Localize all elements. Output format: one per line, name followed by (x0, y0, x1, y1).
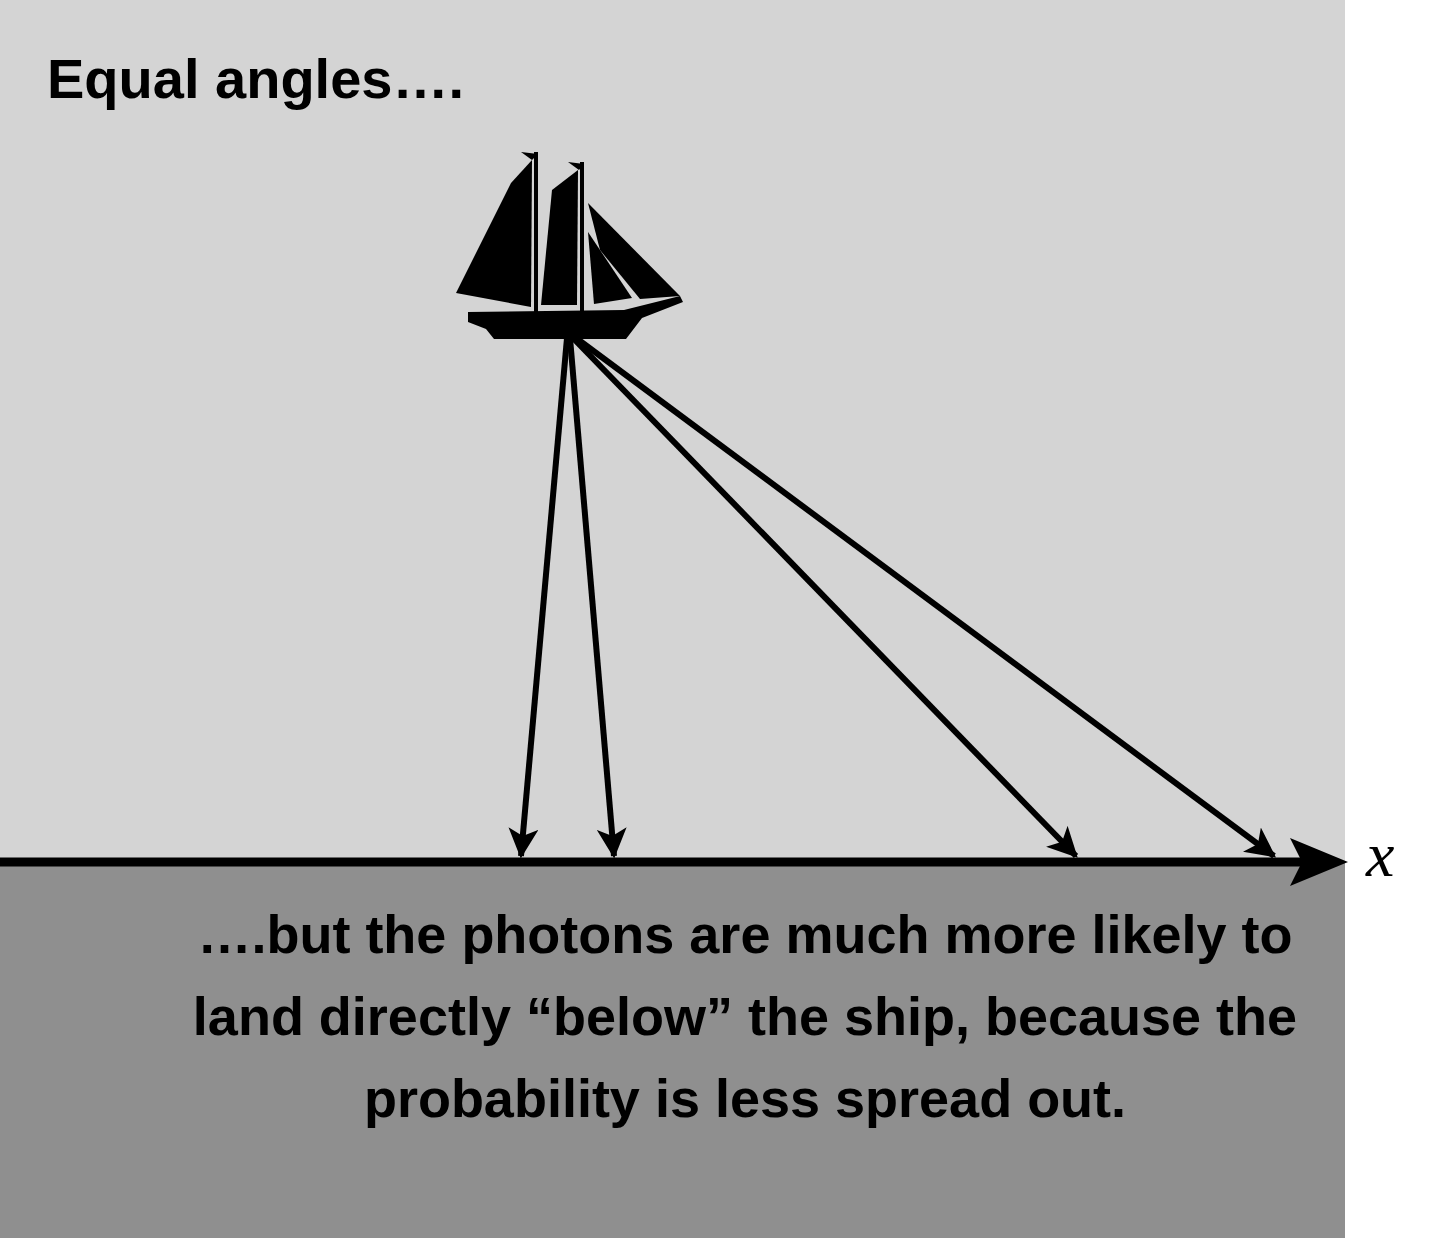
ship-silhouette (456, 152, 683, 339)
sail (541, 170, 578, 305)
caption: ….but the photons are much more likely t… (180, 893, 1310, 1139)
mast (534, 152, 538, 314)
flag (521, 152, 538, 160)
ground-region (0, 862, 1345, 1238)
photon-ray (576, 338, 1274, 856)
photon-ray (573, 338, 1076, 856)
flag (568, 162, 584, 170)
title: Equal angles…. (47, 46, 464, 111)
axis-label: x (1366, 818, 1394, 892)
mast (580, 162, 584, 314)
sky-region (0, 0, 1345, 862)
x-axis (0, 858, 1305, 867)
sail (588, 232, 632, 304)
sail (456, 160, 532, 307)
axis-arrowhead (1290, 838, 1348, 886)
photon-rays (521, 338, 1274, 856)
photon-ray (521, 338, 567, 856)
photon-ray (570, 338, 614, 856)
